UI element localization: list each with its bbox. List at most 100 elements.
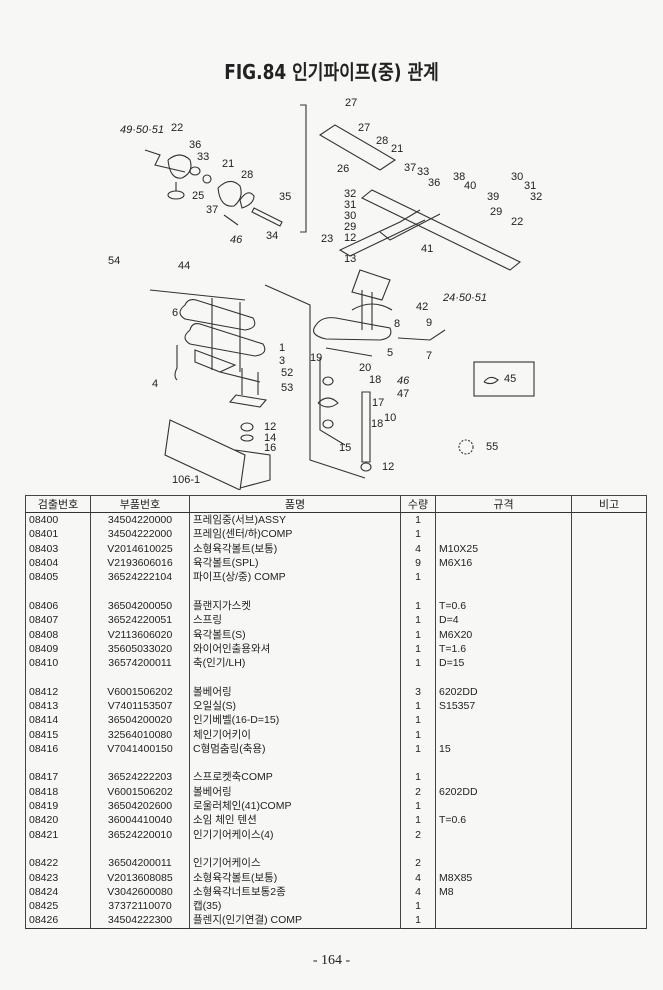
cell-index-no: 08418 bbox=[25, 784, 91, 799]
cell-quantity: 3 bbox=[400, 684, 436, 699]
cell-spec: T=0.6 bbox=[435, 813, 572, 828]
callout-label: 33 bbox=[417, 166, 429, 178]
cell-part-no: 34504220000 bbox=[90, 512, 190, 528]
cell-remarks bbox=[571, 541, 647, 556]
cell-spec: D=4 bbox=[435, 613, 572, 628]
empty-cell bbox=[90, 670, 190, 685]
callout-label: 5 bbox=[387, 347, 393, 359]
cell-quantity: 2 bbox=[400, 827, 436, 842]
cell-part-no: 36504200050 bbox=[90, 598, 190, 614]
callout-label: 18 bbox=[371, 418, 383, 430]
cell-part-name: 육각볼트(SPL) bbox=[189, 555, 401, 571]
empty-cell bbox=[189, 841, 401, 857]
callout-label: 33 bbox=[197, 151, 209, 163]
group-spacer-row bbox=[25, 670, 647, 685]
cell-spec: D=15 bbox=[435, 655, 572, 671]
callout-label: 3 bbox=[279, 355, 285, 367]
cell-index-no: 08400 bbox=[25, 512, 91, 528]
cell-spec bbox=[435, 527, 572, 542]
callout-label: 37 bbox=[404, 162, 416, 174]
cell-quantity: 1 bbox=[400, 655, 436, 671]
cell-index-no: 08417 bbox=[25, 770, 91, 785]
cell-part-no: V2013608085 bbox=[90, 870, 190, 885]
cell-index-no: 08419 bbox=[25, 798, 91, 814]
cell-part-name: 오일실(S) bbox=[189, 698, 401, 714]
empty-cell bbox=[25, 584, 91, 599]
cell-spec: 6202DD bbox=[435, 684, 572, 699]
callout-label: 24·50·51 bbox=[442, 292, 487, 304]
cell-spec: M8 bbox=[435, 884, 572, 900]
cell-part-no: V2014610025 bbox=[90, 541, 190, 556]
callout-label: 22 bbox=[511, 216, 523, 228]
cell-spec: 6202DD bbox=[435, 784, 572, 799]
cell-quantity: 1 bbox=[400, 713, 436, 728]
cell-spec: T=0.6 bbox=[435, 598, 572, 614]
cell-index-no: 08413 bbox=[25, 698, 91, 714]
callout-label: 31 bbox=[344, 199, 356, 211]
cell-part-name: 볼베어링 bbox=[189, 784, 401, 799]
callout-label: 12 bbox=[382, 461, 394, 473]
cell-part-name: 소형육각너트보통2종 bbox=[189, 884, 401, 900]
cell-quantity: 1 bbox=[400, 727, 436, 742]
header-part-name: 품명 bbox=[189, 495, 401, 513]
cell-part-name: 스프로켓축COMP bbox=[189, 770, 401, 785]
cell-remarks bbox=[571, 899, 647, 914]
cell-remarks bbox=[571, 555, 647, 571]
empty-cell bbox=[571, 584, 647, 599]
cell-remarks bbox=[571, 727, 647, 742]
cell-quantity: 4 bbox=[400, 541, 436, 556]
cell-quantity: 1 bbox=[400, 813, 436, 828]
cell-index-no: 08423 bbox=[25, 870, 91, 885]
cell-quantity: 2 bbox=[400, 784, 436, 799]
callout-label: 1 bbox=[279, 342, 285, 354]
cell-part-no: V6001506202 bbox=[90, 684, 190, 699]
callout-label: 45 bbox=[504, 373, 516, 385]
cell-quantity: 1 bbox=[400, 627, 436, 642]
header-spec: 규격 bbox=[435, 495, 572, 513]
callout-label: 28 bbox=[376, 135, 388, 147]
cell-index-no: 08404 bbox=[25, 555, 91, 571]
callout-label: 32 bbox=[530, 191, 542, 203]
callout-label: 55 bbox=[486, 441, 498, 453]
cell-part-name: 인기기어케이스(4) bbox=[189, 827, 401, 842]
cell-spec: M6X20 bbox=[435, 627, 572, 642]
cell-remarks bbox=[571, 598, 647, 614]
empty-cell bbox=[435, 584, 572, 599]
empty-cell bbox=[435, 670, 572, 685]
cell-remarks bbox=[571, 570, 647, 585]
cell-spec: M6X16 bbox=[435, 555, 572, 571]
empty-cell bbox=[25, 670, 91, 685]
callout-label: 27 bbox=[358, 122, 370, 134]
callout-label: 39 bbox=[487, 191, 499, 203]
cell-part-name: 캡(35) bbox=[189, 899, 401, 914]
cell-part-name: 소형육각볼트(보통) bbox=[189, 870, 401, 885]
cell-quantity: 1 bbox=[400, 741, 436, 757]
cell-part-no: V7041400150 bbox=[90, 741, 190, 757]
cell-part-no: 35605033020 bbox=[90, 641, 190, 656]
callout-label: 49·50·51 bbox=[120, 124, 164, 136]
cell-part-no: 36504200011 bbox=[90, 856, 190, 871]
page-number: - 164 - bbox=[312, 953, 351, 968]
callout-label: 17 bbox=[372, 397, 384, 409]
callout-label: 35 bbox=[279, 191, 291, 203]
cell-quantity: 1 bbox=[400, 512, 436, 528]
callout-label: 23 bbox=[321, 233, 333, 245]
cell-part-no: 36504202600 bbox=[90, 798, 190, 814]
callout-label: 15 bbox=[339, 442, 351, 454]
cell-part-no: 36574200011 bbox=[90, 655, 190, 671]
table-header-row: 검출번호 부품번호 품명 수량 규격 비고 bbox=[25, 495, 647, 513]
cell-remarks bbox=[571, 684, 647, 699]
cell-remarks bbox=[571, 870, 647, 885]
cell-index-no: 08420 bbox=[25, 813, 91, 828]
cell-remarks bbox=[571, 655, 647, 671]
callout-label: 14 bbox=[264, 432, 276, 444]
